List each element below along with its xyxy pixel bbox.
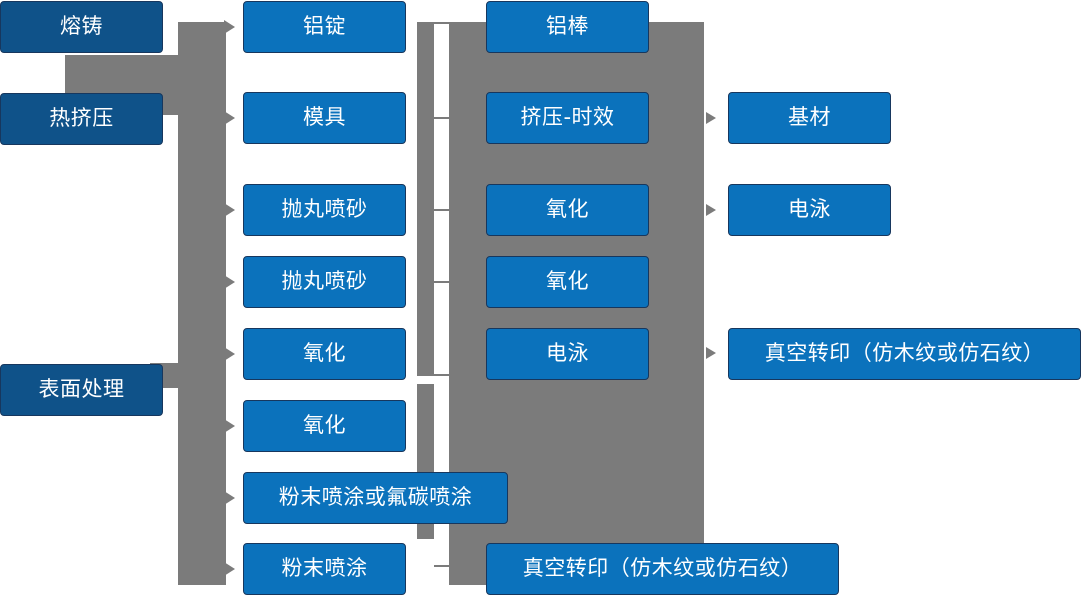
process-label: 氧化 [546, 197, 589, 222]
process-box-mold[interactable]: 模具 [243, 90, 406, 144]
bracket-tick-5 [434, 374, 452, 376]
process-label: 真空转印（仿木纹或仿石纹） [522, 556, 803, 581]
bracket-tick-4 [434, 281, 452, 283]
stage-label: 熔铸 [60, 14, 103, 39]
process-box-oxidation-2[interactable]: 氧化 [243, 398, 406, 452]
gray-arrowhead-col2-1 [224, 20, 235, 34]
process-box-shot-blasting-2[interactable]: 抛丸喷砂 [243, 254, 406, 308]
process-label: 铝棒 [546, 14, 589, 39]
process-box-powder-or-fluorocarbon-spray[interactable]: 粉末喷涂或氟碳喷涂 [243, 470, 508, 524]
gray-arrowhead-col2-2 [224, 111, 235, 125]
gray-arrowhead-col4-1 [706, 112, 716, 124]
process-label: 铝锭 [303, 14, 346, 39]
stage-label: 热挤压 [49, 106, 114, 131]
bracket-tick-2 [434, 117, 452, 119]
process-box-oxidation-1[interactable]: 氧化 [243, 326, 406, 380]
bracket-tick-3 [434, 209, 452, 211]
result-label: 真空转印（仿木纹或仿石纹） [764, 341, 1045, 366]
stage-label: 表面处理 [38, 377, 125, 402]
process-box-extrusion-aging[interactable]: 挤压-时效 [486, 90, 649, 144]
process-label: 粉末喷涂或氟碳喷涂 [278, 485, 473, 510]
process-label: 粉末喷涂 [281, 556, 368, 581]
process-label: 挤压-时效 [520, 105, 615, 130]
process-label: 氧化 [303, 341, 346, 366]
gray-arrowhead-col4-3 [706, 347, 716, 359]
process-box-aluminum-bar[interactable]: 铝棒 [486, 0, 649, 53]
stage-box-surface-treatment[interactable]: 表面处理 [0, 362, 163, 416]
bracket-tick-6 [434, 565, 452, 567]
gray-bracket-bar-left [417, 22, 434, 376]
process-label: 氧化 [303, 413, 346, 438]
gray-arrowhead-col2-6 [224, 419, 235, 433]
stage-box-melt-cast[interactable]: 熔铸 [0, 0, 163, 53]
result-box-vacuum-transfer[interactable]: 真空转印（仿木纹或仿石纹） [728, 326, 1081, 380]
process-box-powder-spray[interactable]: 粉末喷涂 [243, 541, 406, 595]
process-label: 抛丸喷砂 [281, 197, 368, 222]
stage-box-hot-extrusion[interactable]: 热挤压 [0, 91, 163, 145]
gray-arrowhead-col2-5 [224, 347, 235, 361]
process-label: 模具 [303, 105, 346, 130]
process-label: 氧化 [546, 269, 589, 294]
process-box-electrophoresis-mid[interactable]: 电泳 [486, 326, 649, 380]
process-box-shot-blasting-1[interactable]: 抛丸喷砂 [243, 182, 406, 236]
process-box-oxidation-3[interactable]: 氧化 [486, 182, 649, 236]
gray-arrowhead-col2-7 [224, 491, 235, 505]
bracket-tick-1 [434, 22, 452, 24]
process-label: 抛丸喷砂 [281, 269, 368, 294]
gray-arrowhead-col2-4 [224, 275, 235, 289]
result-box-electrophoresis[interactable]: 电泳 [728, 182, 891, 236]
gray-arrowhead-col2-8 [224, 562, 235, 576]
result-label: 基材 [788, 105, 831, 130]
process-box-vacuum-transfer-mid[interactable]: 真空转印（仿木纹或仿石纹） [486, 541, 839, 595]
gray-trunk-left [178, 22, 226, 585]
gray-arrowhead-col4-2 [706, 204, 716, 216]
result-label: 电泳 [788, 197, 831, 222]
process-box-aluminum-ingot[interactable]: 铝锭 [243, 0, 406, 53]
result-box-base-material[interactable]: 基材 [728, 90, 891, 144]
process-label: 电泳 [546, 341, 589, 366]
gray-arrowhead-col2-3 [224, 203, 235, 217]
process-box-oxidation-4[interactable]: 氧化 [486, 254, 649, 308]
